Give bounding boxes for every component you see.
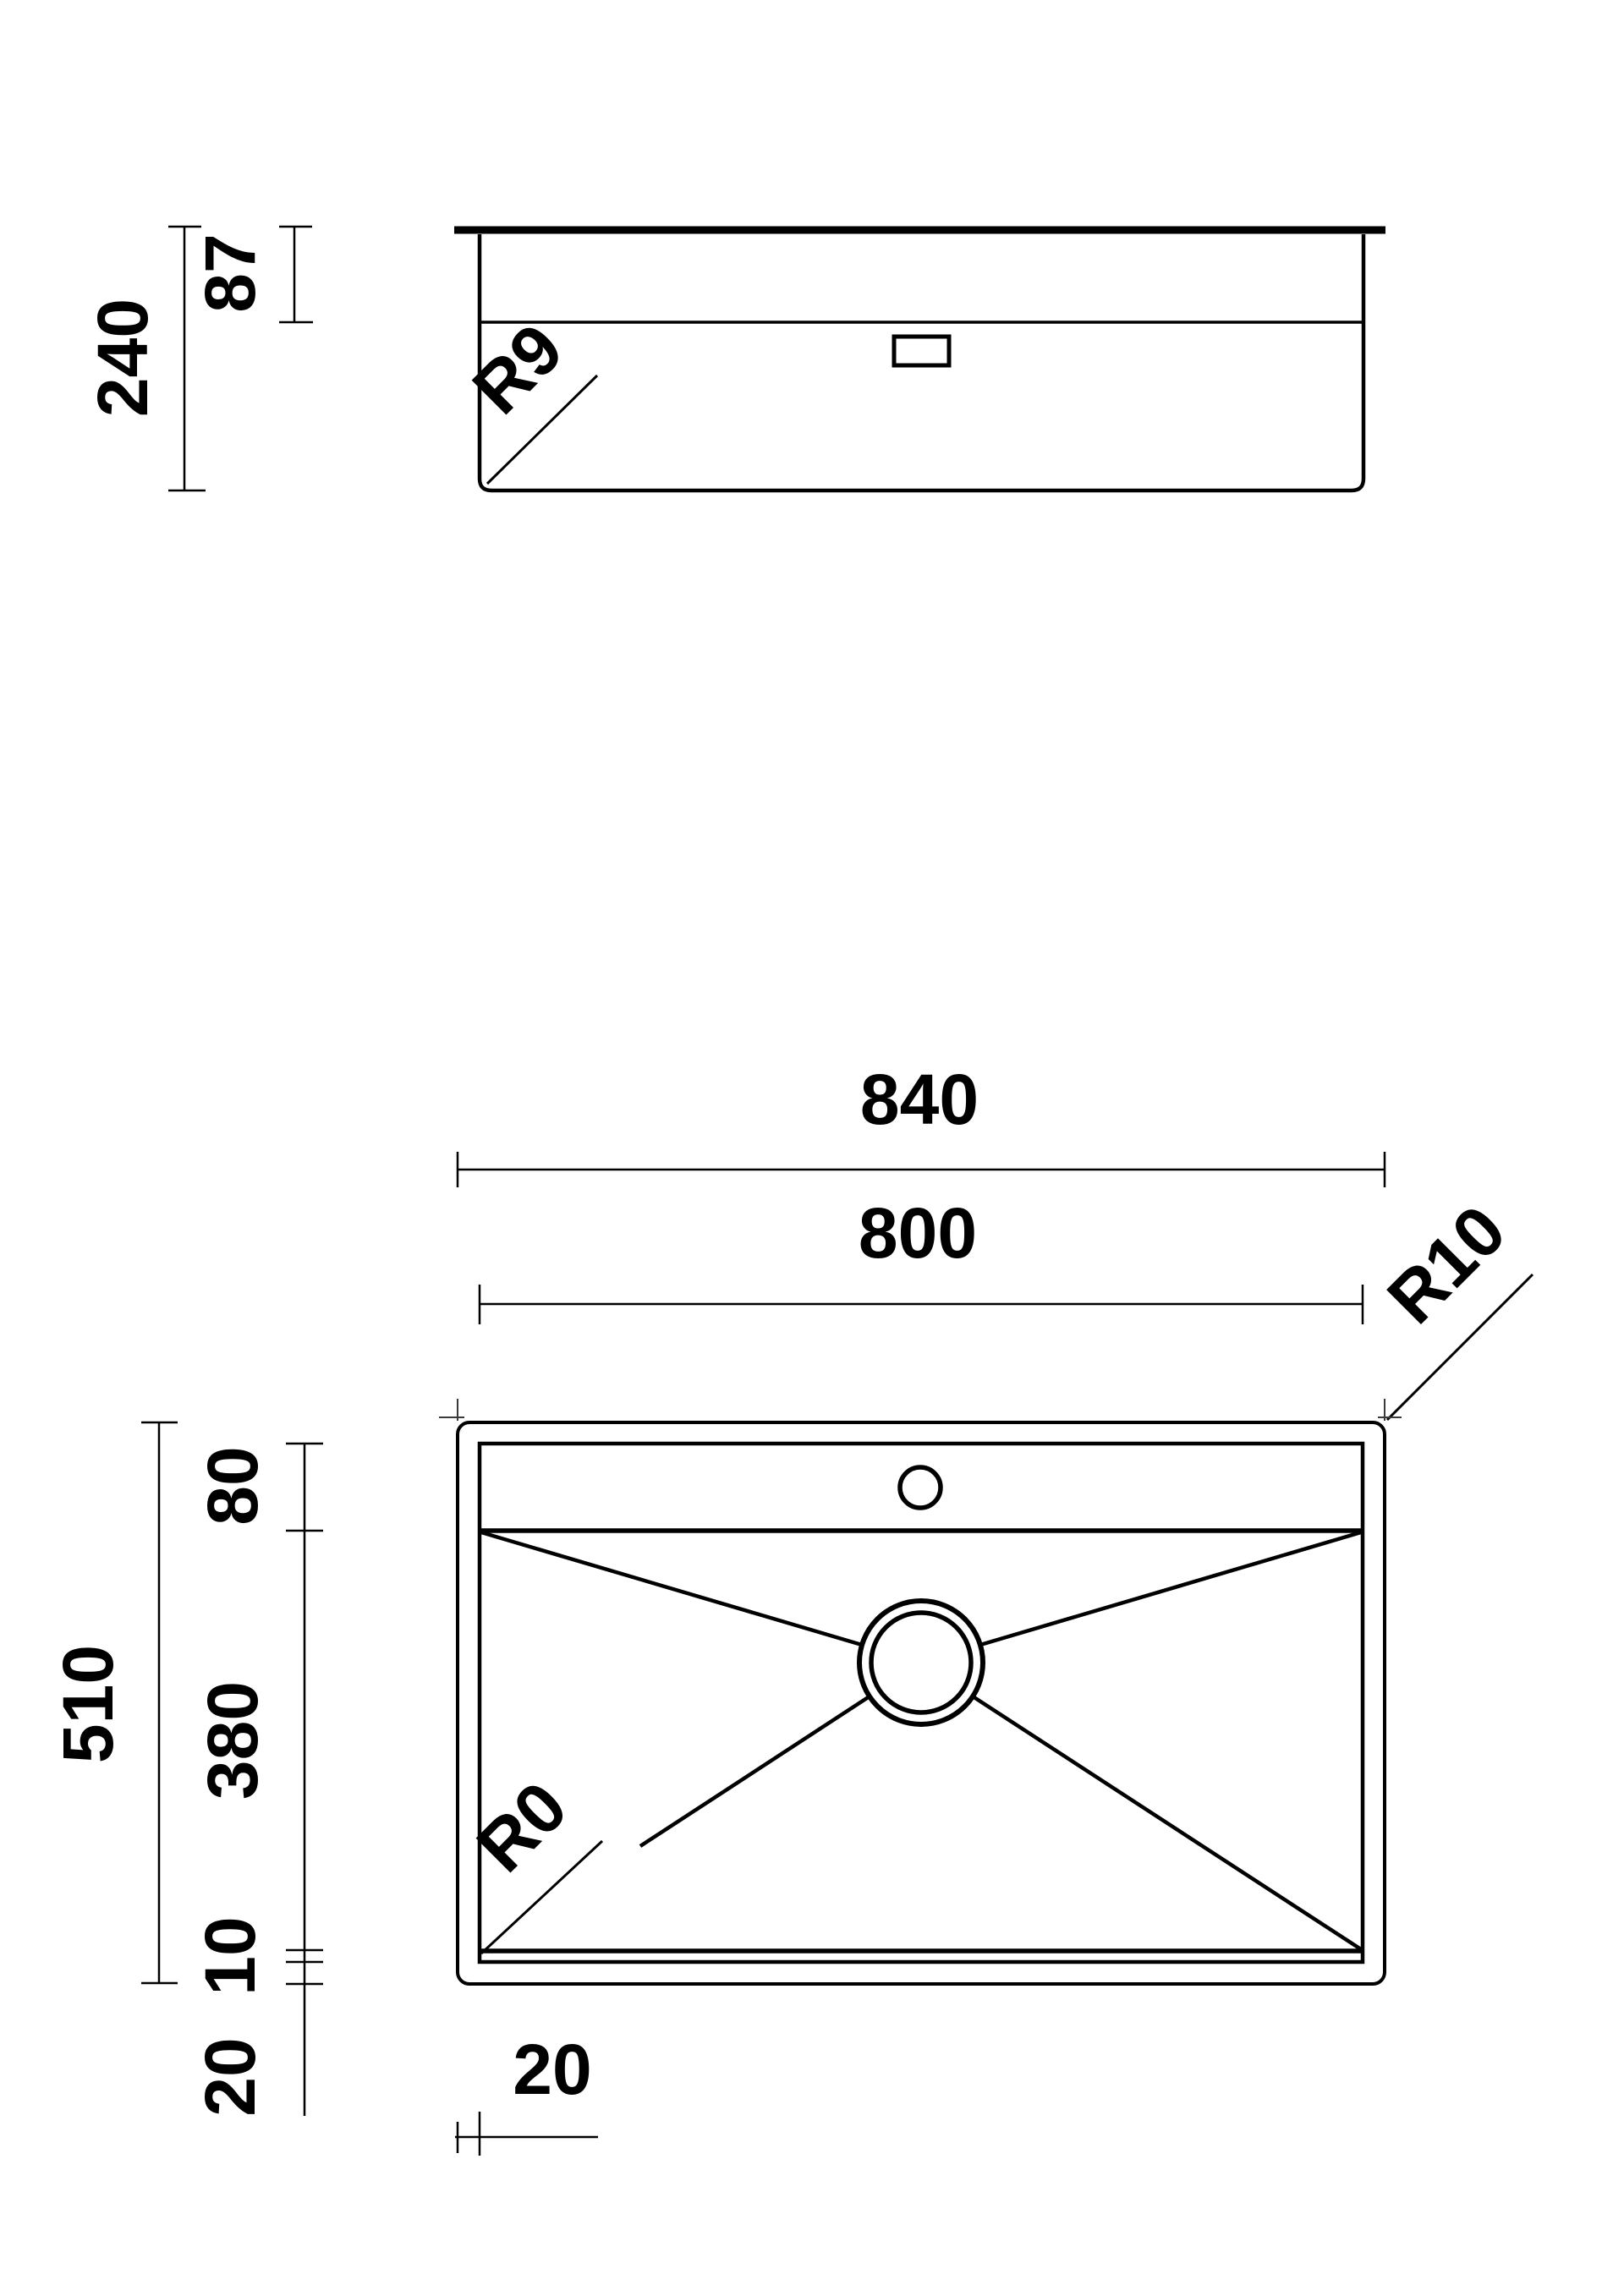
dim-80-label: 80 (193, 1446, 272, 1526)
side-view-dimensions (168, 225, 313, 492)
dim-840-label: 840 (859, 1060, 979, 1139)
plan-view-dimensions (141, 1152, 1386, 2156)
r9-leader-line (486, 374, 599, 485)
bowl-slope-lines (480, 1530, 1363, 1951)
dim-380-label: 380 (193, 1680, 272, 1800)
slope-top-left (480, 1530, 863, 1647)
dim-20-bottom-label: 20 (513, 2030, 592, 2109)
slope-top-right (979, 1530, 1362, 1647)
r0-leader-line (480, 1839, 604, 1955)
slope-bottom-left (639, 1695, 871, 1848)
r10-leader-line (1385, 1273, 1534, 1422)
dim-87-label: 87 (190, 233, 270, 313)
plan-view (456, 1273, 1534, 1986)
plan-inner-rect (477, 1441, 1365, 1964)
drain-inner-circle (869, 1610, 974, 1715)
tap-hole (897, 1465, 943, 1510)
dim-240-label: 240 (83, 298, 162, 418)
dim-10-label: 10 (190, 1916, 270, 1996)
drain-outer-circle (857, 1598, 985, 1727)
side-view (454, 226, 1385, 493)
dim-20-left-label: 20 (190, 2037, 270, 2117)
dim-800-label: 800 (858, 1193, 978, 1273)
slope-bottom-right (971, 1695, 1363, 1951)
plan-outer-rect (456, 1421, 1386, 1986)
dim-510-label: 510 (48, 1644, 128, 1764)
overflow-hole (892, 334, 952, 368)
extension-stubs (439, 1399, 1402, 1421)
side-bowl-outline (477, 234, 1366, 493)
